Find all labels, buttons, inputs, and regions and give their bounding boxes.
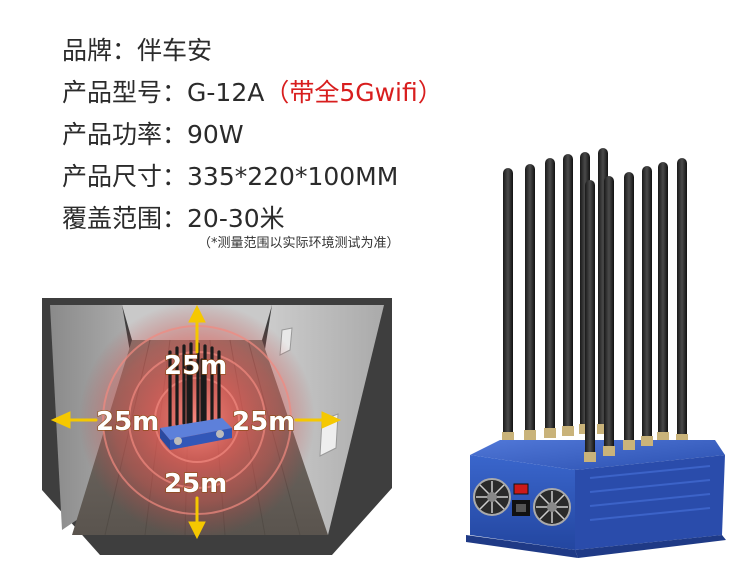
spec-brand: 品牌：伴车安 <box>62 30 443 72</box>
product-device <box>466 148 726 558</box>
arrow-up-icon <box>188 304 206 323</box>
brand-label: 品牌： <box>62 36 138 65</box>
spec-coverage: 覆盖范围：20-30米 <box>62 198 443 240</box>
spec-power: 产品功率：90W <box>62 114 443 156</box>
coverage-value: 20-30米 <box>187 204 285 233</box>
distance-label-right: 25m <box>232 407 295 437</box>
power-value: 90W <box>187 120 244 149</box>
power-switch-icon <box>513 483 529 495</box>
measurement-footnote: （*测量范围以实际环境测试为准） <box>198 236 400 251</box>
arrow-left-icon <box>50 411 71 429</box>
size-value: 335*220*100MM <box>187 162 399 191</box>
distance-label-top: 25m <box>164 351 227 381</box>
arrow-right-icon <box>321 411 342 429</box>
arrow-down-icon <box>188 521 206 540</box>
spec-size: 产品尺寸：335*220*100MM <box>62 156 443 198</box>
fan-icon <box>473 478 511 516</box>
device-top-panel <box>470 440 725 470</box>
room-diagram: 25m 25m 25m 25m <box>42 298 392 555</box>
coverage-label: 覆盖范围： <box>62 204 188 233</box>
distance-label-left: 25m <box>96 407 159 437</box>
device-side-panel <box>575 455 725 550</box>
model-label: 产品型号： <box>62 78 188 107</box>
fan-icon <box>533 488 571 526</box>
size-label: 产品尺寸： <box>62 162 188 191</box>
model-value: G-12A <box>187 78 265 107</box>
mini-device <box>160 342 232 450</box>
power-label: 产品功率： <box>62 120 188 149</box>
antenna-array-front <box>585 166 652 460</box>
spec-list: 品牌：伴车安 产品型号：G-12A（带全5Gwifi） 产品功率：90W 产品尺… <box>62 30 443 240</box>
spec-model: 产品型号：G-12A（带全5Gwifi） <box>62 72 443 114</box>
distance-label-bottom: 25m <box>164 469 227 499</box>
model-note: （带全5Gwifi） <box>264 78 443 107</box>
brand-value: 伴车安 <box>137 36 213 65</box>
